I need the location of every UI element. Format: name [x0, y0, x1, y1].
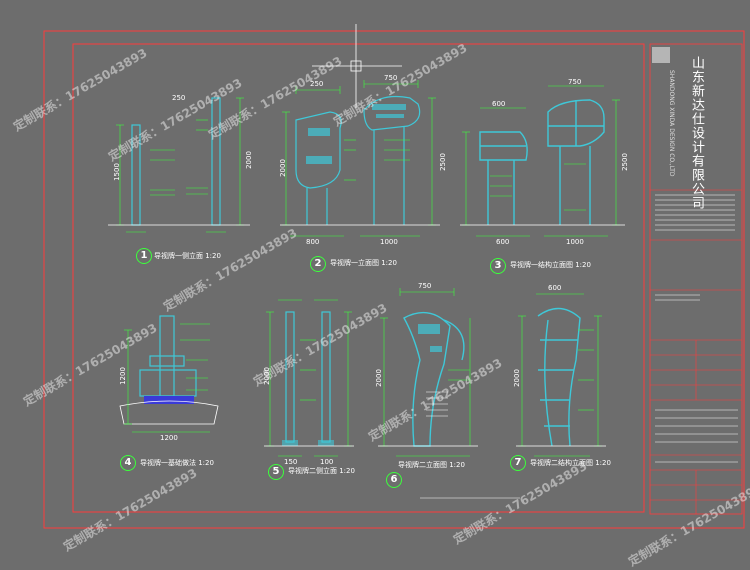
view-1-side-elevation [108, 97, 250, 233]
dim-label-top-1: 250 [172, 94, 186, 102]
view-caption-5: 导视牌二侧立面 1:20 [288, 467, 355, 475]
view-number-5: 5 [268, 464, 284, 480]
view-6-front-elevation [378, 288, 478, 457]
dim-label-top-2a: 250 [310, 80, 324, 88]
view-caption-6: 导视牌二立面图 1:20 [398, 461, 465, 469]
dim-label-bottom-3b: 1000 [566, 238, 584, 246]
dim-label-side-3: 2500 [620, 153, 629, 171]
dim-label-top-2b: 750 [384, 74, 398, 82]
outer-frame [43, 30, 745, 529]
dim-label-side-2: 2000 [278, 159, 287, 177]
view-number-3: 3 [490, 258, 506, 274]
dim-label-bottom-2: 800 [306, 238, 320, 246]
dim-label-bottom-2b: 1000 [380, 238, 398, 246]
dim-label-side-1: 1500 [112, 163, 121, 181]
view-caption-1: 导视牌一侧立面 1:20 [154, 252, 221, 260]
inner-frame [72, 43, 645, 513]
dim-label-bottom-5a: 150 [284, 458, 298, 466]
view-caption-7: 导视牌二结构立面图 1:20 [530, 459, 611, 467]
view-number-7: 7 [510, 455, 526, 471]
company-name-cn: 山东新达仕设计有限公司 [689, 56, 704, 210]
view-number-1: 1 [136, 248, 152, 264]
view-number-4: 4 [120, 455, 136, 471]
title-block-grid [650, 189, 742, 514]
dim-label-top-6: 750 [418, 282, 432, 290]
dim-label-side-7: 2000 [512, 369, 521, 387]
view-caption-4: 导视牌一基础做法 1:20 [140, 459, 214, 467]
cad-crosshair [312, 24, 402, 108]
view-4-foundation [119, 315, 219, 433]
dim-label-top-7: 600 [548, 284, 562, 292]
view-number-6: 6 [386, 472, 402, 488]
view-number-2: 2 [310, 256, 326, 272]
dim-label-top-3b: 750 [568, 78, 582, 86]
view-caption-3: 导视牌一结构立面图 1:20 [510, 261, 591, 269]
dim-label-side-2b: 2500 [438, 153, 447, 171]
dim-label-top-3a: 600 [492, 100, 506, 108]
view-3-structure-elevation [460, 85, 625, 237]
view-5-side-elevation [264, 299, 354, 457]
view-2-front-elevation [280, 80, 440, 237]
view-7-structure-elevation [516, 293, 606, 457]
dim-label-bottom-5b: 100 [320, 458, 334, 466]
company-logo [652, 47, 670, 63]
dim-label-bottom-4: 1200 [160, 434, 178, 442]
foundation-base [144, 396, 194, 404]
dim-label-side-4: 1200 [118, 367, 127, 385]
view-caption-2: 导视牌一立面图 1:20 [330, 259, 397, 267]
company-name-en: SHANDONG XINDA DESIGN CO.,LTD [668, 70, 675, 177]
dim-label-bottom-3: 600 [496, 238, 510, 246]
dim-label-side-1b: 2000 [244, 151, 253, 169]
dim-label-side-6: 2000 [374, 369, 383, 387]
title-block-text-lines [655, 194, 738, 463]
